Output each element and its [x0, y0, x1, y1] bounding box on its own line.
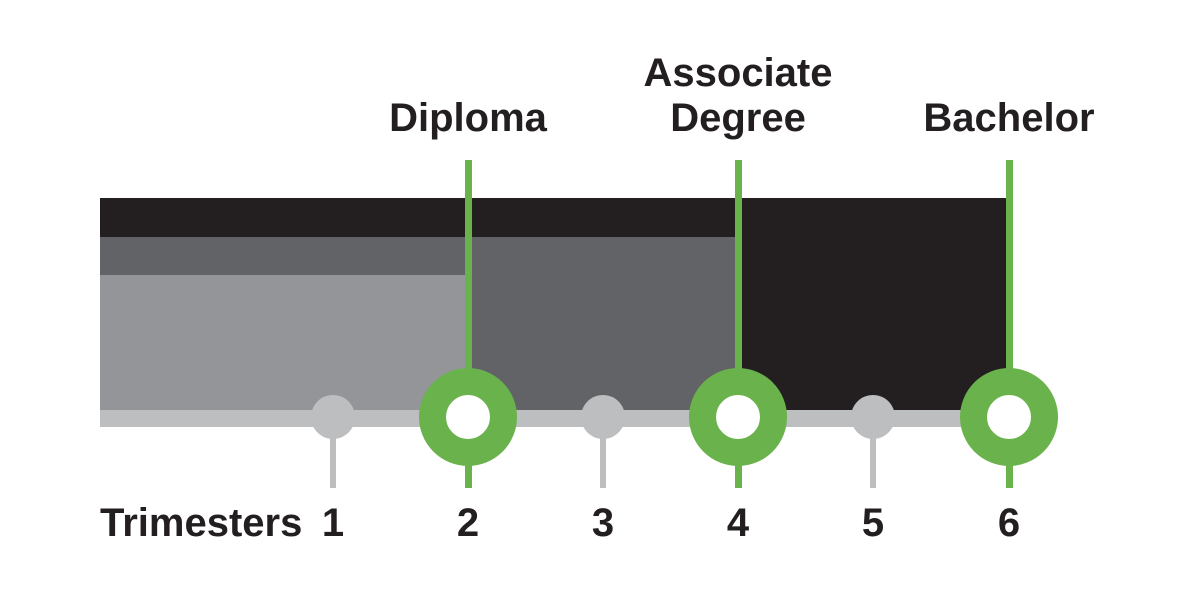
milestone-line-diploma — [464, 160, 472, 488]
tick-label-2: 2 — [456, 501, 480, 545]
milestone-marker-diploma — [419, 368, 517, 466]
milestone-label-bachelor: Bachelor — [923, 96, 1095, 140]
trimester-1-dot — [311, 395, 355, 439]
trimester-3-dot — [581, 395, 625, 439]
milestone-marker-bachelor — [960, 368, 1058, 466]
tick-label-1: 1 — [321, 501, 345, 545]
milestone-label-associate-degree: Associate Degree — [643, 51, 833, 140]
bar-diploma-layer — [100, 275, 468, 410]
milestone-line-bachelor — [1005, 160, 1013, 488]
tick-label-6: 6 — [997, 501, 1021, 545]
tick-label-3: 3 — [591, 501, 615, 545]
tick-trimester-1 — [330, 417, 336, 488]
tick-label-5: 5 — [861, 501, 885, 545]
tick-trimester-3 — [600, 417, 606, 488]
milestone-line-associate-degree — [734, 160, 742, 488]
tick-label-4: 4 — [726, 501, 750, 545]
axis-label-trimesters: Trimesters — [100, 501, 303, 545]
milestone-marker-associate-degree — [689, 368, 787, 466]
trimester-5-dot — [851, 395, 895, 439]
tick-trimester-5 — [870, 417, 876, 488]
milestone-label-diploma: Diploma — [389, 96, 547, 140]
